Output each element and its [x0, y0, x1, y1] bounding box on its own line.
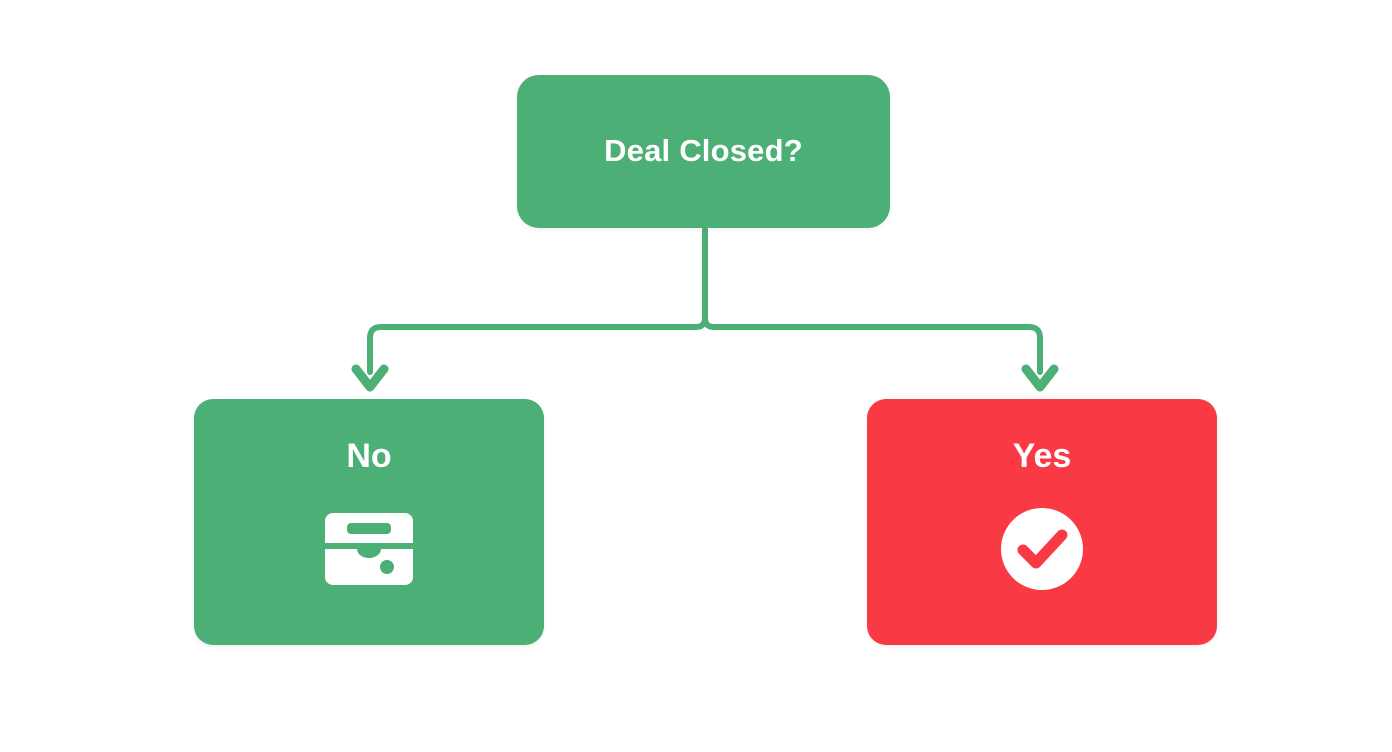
- node-root-decision[interactable]: Deal Closed?: [517, 75, 890, 228]
- edge-root-to-yes: [702, 227, 1043, 375]
- node-yes[interactable]: Yes: [867, 399, 1217, 645]
- archive-box-icon: [321, 501, 417, 597]
- arrowhead-no-icon: [351, 364, 389, 392]
- edge-root-to-no: [367, 227, 708, 375]
- arrowhead-yes-icon: [1021, 364, 1059, 392]
- node-no-label: No: [346, 437, 392, 475]
- node-root-label: Deal Closed?: [604, 133, 803, 169]
- check-circle-icon: [994, 501, 1090, 597]
- node-yes-label: Yes: [1012, 437, 1072, 475]
- node-no[interactable]: No: [194, 399, 544, 645]
